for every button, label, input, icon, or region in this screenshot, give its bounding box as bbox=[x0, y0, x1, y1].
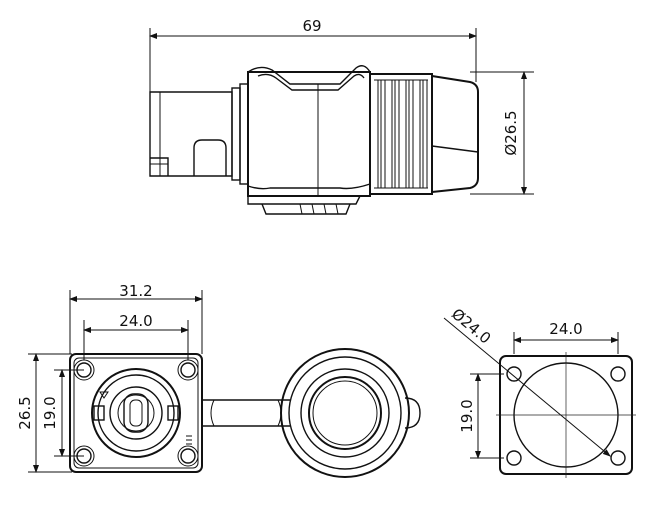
keyed-insert bbox=[123, 393, 149, 433]
latch-tab bbox=[150, 157, 169, 176]
side-view: 69 Ø26.5 bbox=[149, 17, 534, 215]
cutout-mounting-hole bbox=[506, 366, 522, 382]
mounting-hole bbox=[76, 448, 92, 464]
inner-height-dimension-label: 19.0 bbox=[41, 396, 59, 429]
cutout-mounting-hole bbox=[610, 366, 626, 382]
cutout-width-dimension-label: 24.0 bbox=[549, 320, 582, 338]
tether-strap bbox=[202, 399, 290, 427]
receptacle-outer bbox=[91, 368, 181, 458]
plug-body bbox=[149, 91, 233, 177]
length-dimension-label: 69 bbox=[302, 17, 321, 35]
dust-cap bbox=[280, 348, 410, 478]
front-view: 31.2 24.0 26.5 19.0 bbox=[16, 282, 421, 478]
mounting-hole bbox=[180, 448, 196, 464]
inner-width-dimension-label: 24.0 bbox=[119, 312, 152, 330]
cap-tab bbox=[404, 397, 421, 429]
cutout-mounting-hole bbox=[506, 450, 522, 466]
bottom-latch bbox=[261, 203, 351, 215]
diameter-dimension-label: Ø26.5 bbox=[502, 110, 520, 155]
cutout-mounting-hole bbox=[610, 450, 626, 466]
front-flange bbox=[69, 353, 203, 473]
cutout-diameter-leader bbox=[443, 317, 611, 457]
housing-top-curve bbox=[247, 65, 371, 85]
mounting-hole bbox=[180, 362, 196, 378]
slot-outline bbox=[193, 139, 227, 176]
cutout-height-dimension-label: 19.0 bbox=[458, 399, 476, 432]
panel-cutout-view: 24.0 19.0 Ø24.0 bbox=[443, 305, 636, 478]
outer-width-dimension-label: 31.2 bbox=[119, 282, 152, 300]
housing-body bbox=[247, 71, 371, 197]
outer-height-dimension-label: 26.5 bbox=[16, 396, 34, 429]
mounting-hole bbox=[76, 362, 92, 378]
nose-cone bbox=[431, 74, 479, 194]
